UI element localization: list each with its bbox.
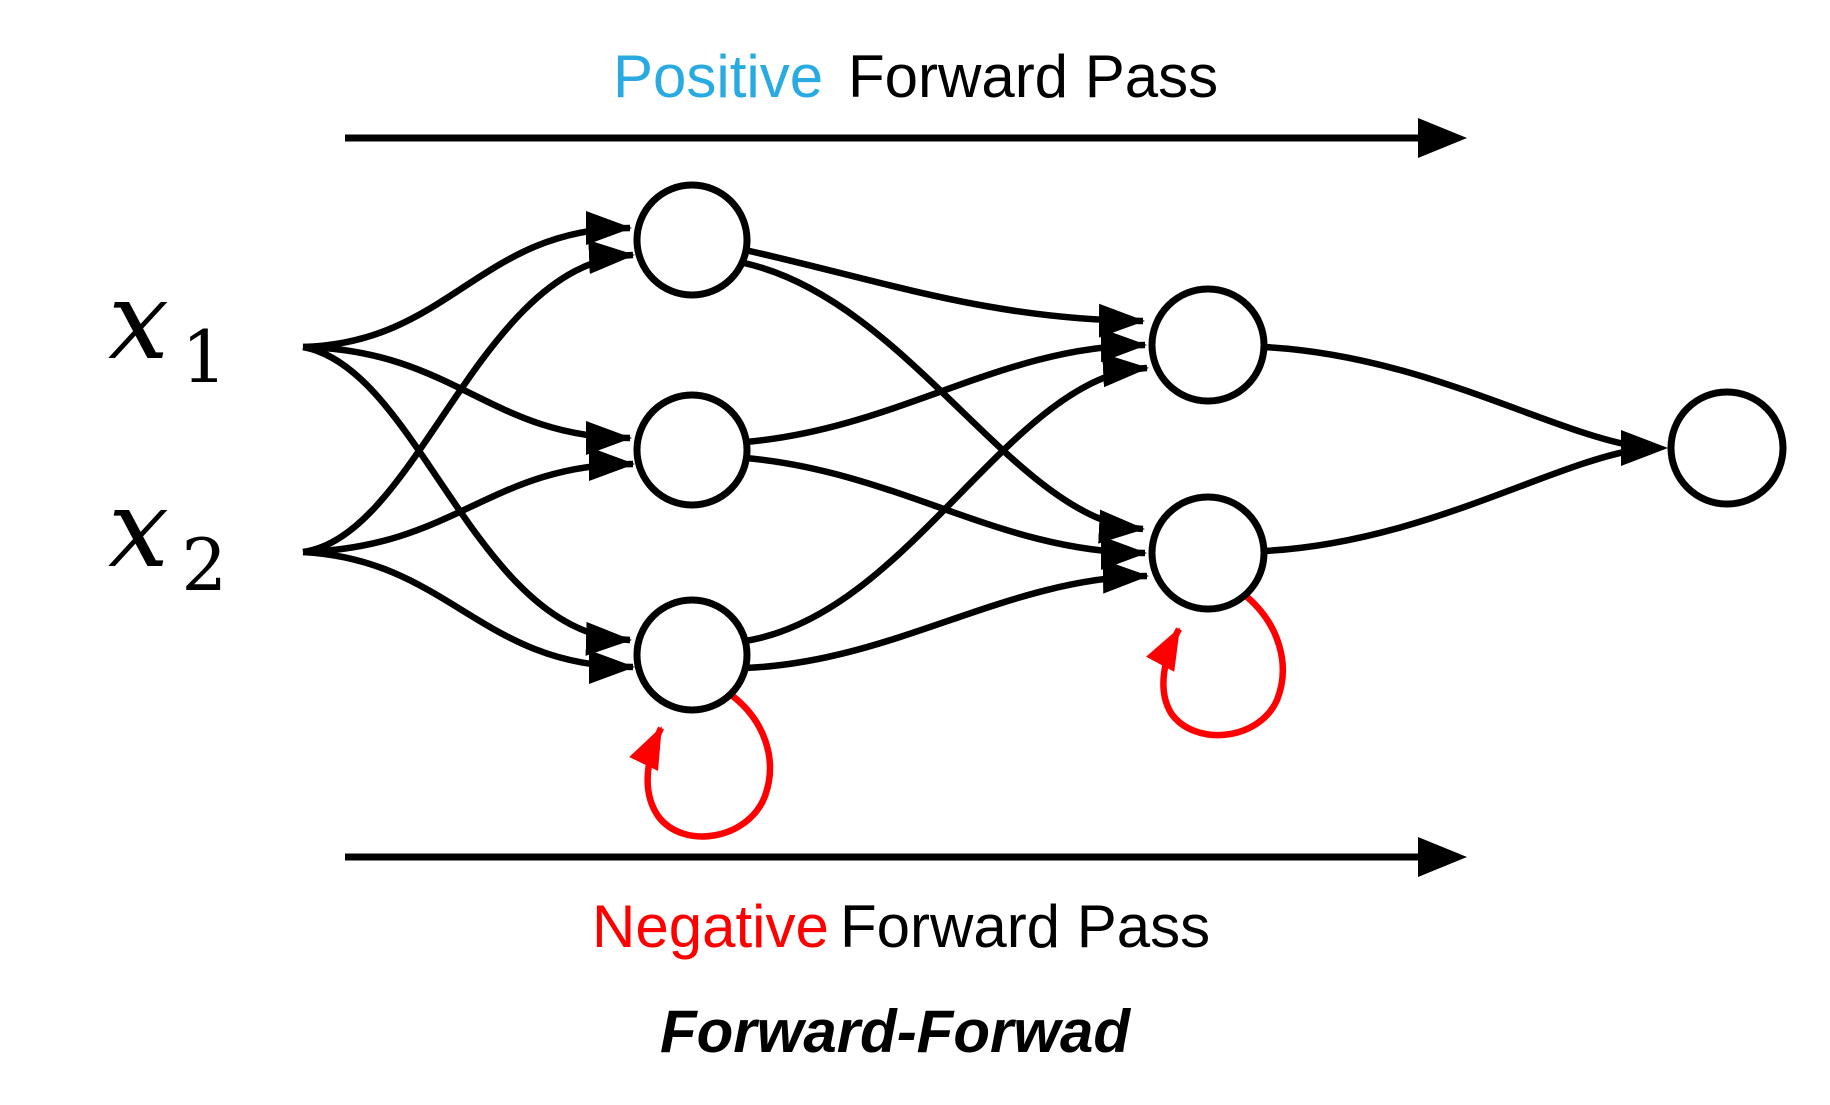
edge [745, 454, 1147, 570]
input-label-x2: x 2 [108, 467, 227, 607]
diagram-caption: Forward-Forwad [660, 998, 1131, 1065]
hidden1-node-2 [633, 391, 751, 509]
edge [1263, 446, 1635, 555]
positive-pass-rest: Forward Pass [848, 43, 1218, 110]
edge [302, 343, 632, 455]
negative-pass-arrow [345, 837, 1467, 877]
input-x1-subscript: 1 [181, 315, 227, 399]
hidden-layer-1 [633, 181, 751, 714]
negative-self-loop-hidden1 [629, 691, 774, 840]
hidden1-node-1 [633, 181, 751, 299]
edge [302, 343, 632, 656]
edges-hidden1-to-hidden2 [743, 246, 1149, 672]
edge [745, 328, 1147, 446]
hidden2-node-2 [1148, 493, 1268, 613]
edge [743, 259, 1145, 544]
self-loop-arrow [1146, 593, 1286, 739]
hidden1-node-3 [633, 596, 751, 714]
input-label-x1: x 1 [108, 259, 227, 399]
edge [302, 447, 635, 556]
self-loop-arrow [629, 691, 774, 840]
edge [744, 559, 1149, 672]
negative-pass-rest: Forward Pass [840, 893, 1210, 960]
positive-pass-highlight: Positive [613, 43, 823, 110]
edge [302, 548, 635, 684]
edges-input-to-hidden1 [302, 211, 635, 684]
negative-pass-arrowhead-icon [1418, 837, 1467, 877]
negative-pass-label: Negative Forward Pass [592, 893, 1210, 960]
negative-self-loop-hidden2 [1146, 593, 1286, 739]
positive-pass-label: Positive Forward Pass [613, 43, 1218, 110]
positive-pass-arrow [345, 118, 1467, 158]
negative-pass-highlight: Negative [592, 893, 829, 960]
output-arrowhead-icon [1621, 430, 1668, 466]
edge [744, 353, 1149, 645]
positive-pass-arrowhead-icon [1418, 118, 1467, 158]
output-node [1667, 388, 1787, 508]
hidden2-node-1 [1148, 285, 1268, 405]
hidden-layer-2 [1148, 285, 1268, 613]
edge [744, 246, 1145, 338]
input-x2-base: x [108, 467, 169, 592]
edges-hidden2-to-output [1263, 343, 1668, 555]
input-x2-subscript: 2 [181, 523, 227, 607]
edge [302, 240, 635, 556]
edge [1263, 343, 1635, 450]
edge [302, 211, 632, 351]
input-x1-base: x [108, 259, 169, 384]
